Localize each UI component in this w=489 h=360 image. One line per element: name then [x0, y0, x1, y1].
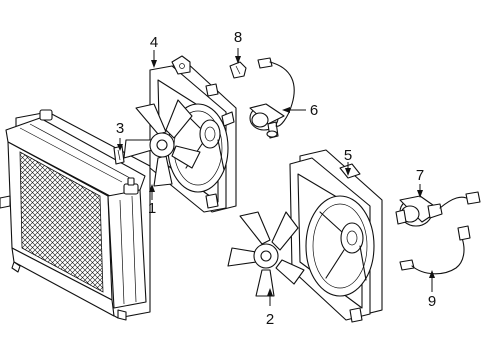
upper-fan [123, 99, 201, 187]
clip-fastener [229, 61, 247, 79]
upper-motor-wire-harness [257, 57, 295, 127]
callout-4: 4 [150, 34, 158, 51]
lower-motor-wire-harness [399, 191, 481, 275]
callout-5: 5 [344, 147, 352, 164]
callouts: 1 2 3 4 5 6 7 8 9 [116, 29, 436, 328]
callout-3: 3 [116, 120, 124, 137]
upper-fan-motor [249, 103, 285, 139]
lower-fan-shroud [289, 149, 383, 323]
callout-8: 8 [234, 29, 242, 46]
lower-fan-motor [395, 195, 443, 227]
callout-7: 7 [416, 167, 424, 184]
callout-9: 9 [428, 293, 436, 310]
callout-2: 2 [266, 311, 274, 328]
callout-6: 6 [310, 102, 318, 119]
bracket [113, 145, 125, 165]
callout-1: 1 [148, 200, 156, 217]
